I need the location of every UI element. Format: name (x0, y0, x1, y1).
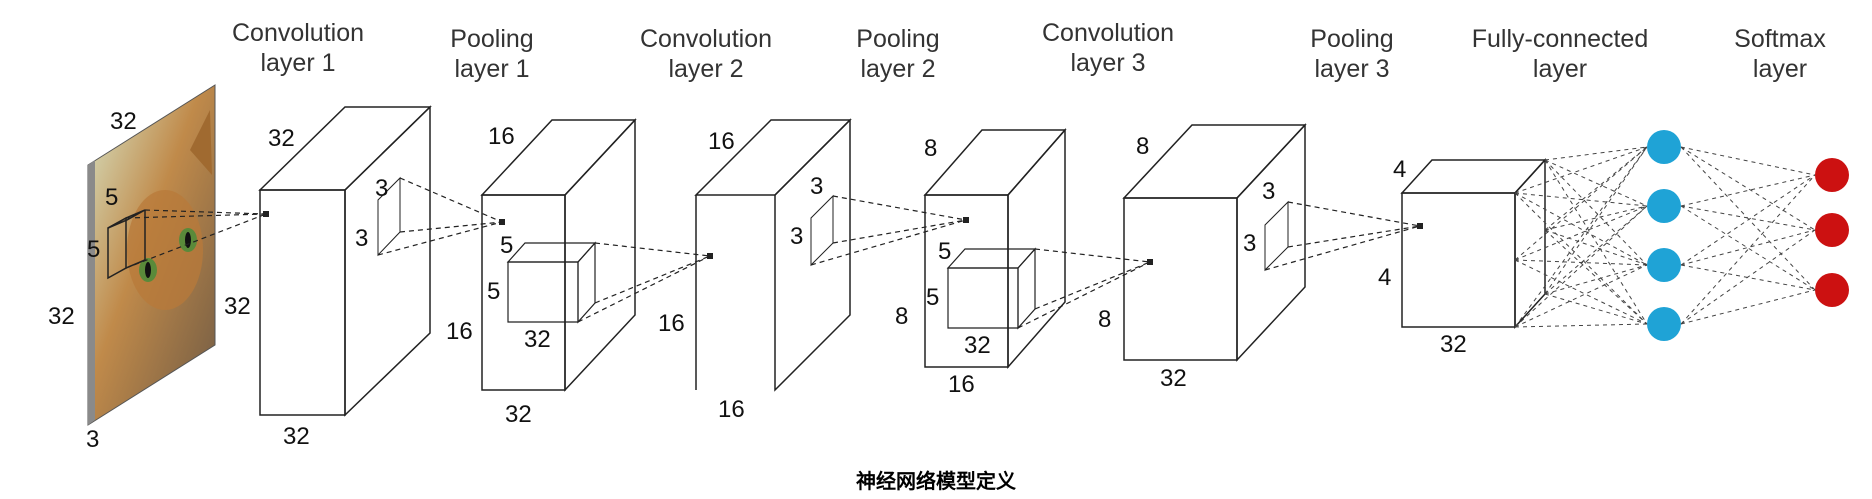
dim-kernel-b: 5 (87, 236, 101, 263)
dim-conv1-kernel-b: 3 (355, 225, 369, 252)
fc-edge (1544, 146, 1648, 161)
fc-edge (1514, 146, 1648, 328)
dim-input-width: 32 (110, 108, 137, 135)
dim-pool2-kernel-depth: 32 (964, 332, 991, 359)
conv2-block (694, 118, 852, 392)
receptive-field-lines (125, 177, 1421, 329)
dim-conv3-depth: 32 (1160, 365, 1187, 392)
dim-conv1-kernel-a: 3 (375, 175, 389, 202)
figure-caption: 神经网络模型定义 (856, 469, 1016, 493)
fc-edge (1544, 205, 1648, 231)
fc-edge (1680, 146, 1816, 291)
fc-edge (1514, 192, 1648, 325)
dim-kernel-a: 5 (105, 184, 119, 211)
fc-node (1647, 248, 1681, 282)
fc-edge (1680, 205, 1816, 231)
fc-edge (1680, 146, 1816, 176)
dim-conv1-depth: 32 (283, 423, 310, 450)
fc-edge (1680, 229, 1816, 325)
fc-edge (1514, 264, 1648, 328)
softmax-node (1815, 273, 1849, 307)
input-image (87, 84, 216, 426)
conv3-block (1122, 123, 1307, 362)
dim-conv3-kernel-a: 3 (1262, 178, 1276, 205)
softmax-node (1815, 158, 1849, 192)
fc-edge (1680, 264, 1816, 291)
dim-pool2-kernel-a: 5 (938, 238, 952, 265)
fc-edge (1680, 289, 1816, 325)
dim-input-depth: 3 (86, 426, 100, 453)
dim-pool2-depth: 16 (948, 371, 975, 398)
dim-pool2-kernel-b: 5 (926, 284, 940, 311)
fc-edge (1680, 174, 1816, 207)
fc-edge (1514, 146, 1648, 194)
fc-edge (1514, 205, 1648, 328)
pool3-block (1400, 158, 1547, 329)
fc-edge (1680, 229, 1816, 266)
fc-layer-nodes (1647, 130, 1681, 341)
softmax-node (1815, 213, 1849, 247)
fc-edge (1544, 264, 1648, 295)
dim-pool2-height: 8 (895, 303, 909, 330)
fc-edge (1680, 174, 1816, 325)
fc-edge (1514, 323, 1648, 328)
fc-edge (1544, 205, 1648, 295)
dim-conv3-width: 8 (1136, 133, 1150, 160)
fc-edge (1544, 159, 1648, 325)
fc-node (1647, 130, 1681, 164)
fc-edge (1680, 146, 1816, 231)
fc-edge (1544, 293, 1648, 325)
fc-edge (1544, 229, 1648, 325)
pool2-block (923, 128, 1067, 369)
fc-edge (1514, 205, 1648, 261)
fc-edge (1514, 259, 1648, 325)
fc-edges (1514, 146, 1816, 328)
fc-edge (1544, 159, 1648, 207)
dim-pool1-kernel-a: 5 (500, 232, 514, 259)
dim-conv3-height: 8 (1098, 306, 1112, 333)
fc-edge (1514, 192, 1648, 207)
fc-edge (1544, 146, 1648, 231)
dim-pool3-depth: 32 (1440, 331, 1467, 358)
dim-conv3-kernel-b: 3 (1243, 230, 1257, 257)
fc-edge (1514, 259, 1648, 266)
dim-pool1-height: 16 (446, 318, 473, 345)
dim-pool3-width: 4 (1393, 156, 1407, 183)
dim-conv2-height: 16 (658, 310, 685, 337)
fc-edge (1544, 146, 1648, 295)
dim-pool1-kernel-b: 5 (487, 278, 501, 305)
dim-pool1-width: 16 (488, 123, 515, 150)
fc-edge (1680, 174, 1816, 266)
neuron-markers (263, 211, 1423, 265)
dim-input-height: 32 (48, 303, 75, 330)
dim-conv2-kernel-a: 3 (810, 173, 824, 200)
fc-edge (1544, 229, 1648, 266)
dim-conv2-width: 16 (708, 128, 735, 155)
softmax-layer-nodes (1815, 158, 1849, 307)
conv1-block (258, 105, 432, 417)
dim-pool3-height: 4 (1378, 264, 1392, 291)
dim-conv1-width: 32 (268, 125, 295, 152)
fc-edge (1514, 146, 1648, 261)
fc-node (1647, 189, 1681, 223)
dim-pool2-width: 8 (924, 135, 938, 162)
dim-conv1-height: 32 (224, 293, 251, 320)
dim-conv2-depth: 16 (718, 396, 745, 423)
dim-pool1-depth: 32 (505, 401, 532, 428)
fc-node (1647, 307, 1681, 341)
fc-edge (1544, 159, 1648, 266)
fc-edge (1680, 205, 1816, 291)
dim-conv2-kernel-b: 3 (790, 223, 804, 250)
dim-pool1-kernel-depth: 32 (524, 326, 551, 353)
fc-edge (1514, 192, 1648, 266)
